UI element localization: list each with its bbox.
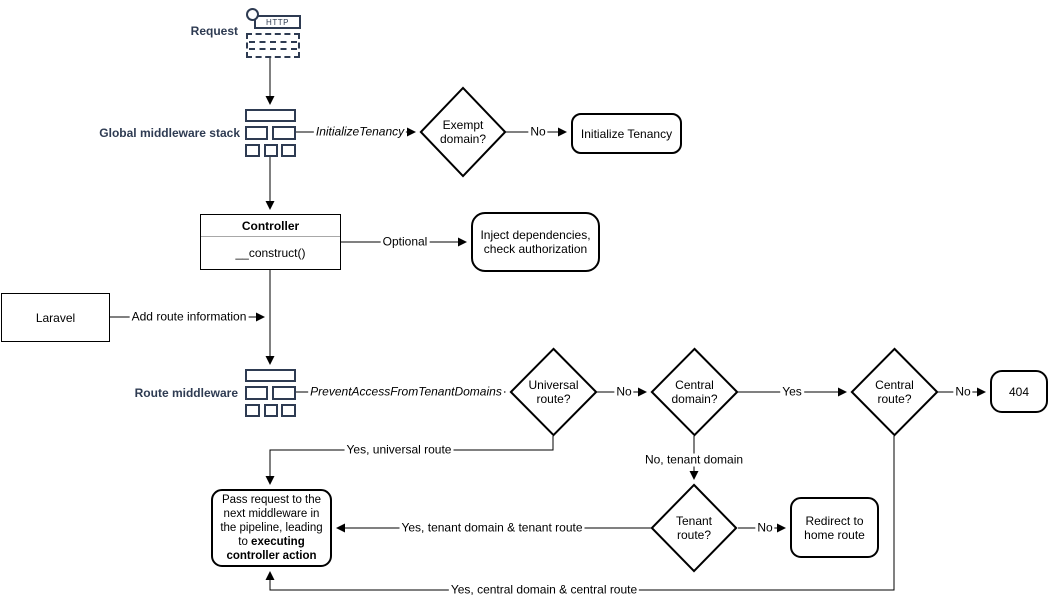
edge-label-optional: Optional [380, 234, 430, 249]
inject-dependencies-box[interactable]: Inject dependencies, check authorization [471, 212, 600, 272]
edge-label-yes-universal-route: Yes, universal route [344, 442, 454, 457]
global-middleware-stack-icon[interactable] [245, 109, 296, 157]
edge-label-initialize-tenancy: InitializeTenancy [313, 124, 407, 139]
edge-label-no-central-route: No [953, 384, 973, 399]
edge-label-prevent-access: PreventAccessFromTenantDomains [308, 384, 504, 399]
inject-dependencies-label: Inject dependencies, check authorization [480, 228, 591, 256]
edge-label-no-tenant-domain: No, tenant domain [642, 452, 746, 467]
initialize-tenancy-label: Initialize Tenancy [580, 126, 673, 141]
redirect-home-label: Redirect to home route [804, 513, 865, 542]
controller-box[interactable]: Controller __construct() [200, 214, 341, 270]
redirect-home-box[interactable]: Redirect to home route [790, 497, 879, 558]
edge-label-add-route-information: Add route information [129, 309, 249, 324]
initialize-tenancy-box[interactable]: Initialize Tenancy [571, 113, 682, 154]
decision-universal-route-label: Universal route? [528, 378, 579, 406]
decision-tenant-route[interactable]: Tenant route? [651, 484, 737, 572]
controller-title: Controller [201, 215, 340, 237]
decision-universal-route[interactable]: Universal route? [510, 348, 597, 436]
decision-tenant-route-label: Tenant route? [675, 514, 713, 542]
pass-request-text: Pass request to the next middleware in t… [220, 494, 323, 548]
not-found-label: 404 [1008, 384, 1030, 399]
edge-label-no-tenant-route: No [755, 520, 775, 535]
laravel-label: Laravel [35, 310, 76, 325]
http-request-icon[interactable]: HTTP [245, 8, 302, 58]
decision-exempt-domain-label: Exempt domain? [439, 118, 487, 146]
pass-request-bold-text: executing controller action [226, 536, 317, 562]
request-body-line [249, 41, 297, 43]
route-middleware-label: Route middleware [134, 386, 238, 400]
decision-central-domain[interactable]: Central domain? [651, 348, 738, 436]
pass-request-label: Pass request to the next middleware in t… [215, 493, 328, 563]
request-body-icon [246, 33, 300, 58]
decision-central-route[interactable]: Central route? [851, 348, 938, 436]
http-box-icon: HTTP [254, 15, 301, 29]
edge-label-yes-central-route: Yes, central domain & central route [448, 582, 640, 597]
controller-method: __construct() [235, 246, 306, 260]
request-label: Request [190, 24, 238, 38]
not-found-box[interactable]: 404 [990, 370, 1048, 413]
request-circle-icon [246, 8, 259, 21]
global-middleware-stack-label: Global middleware stack [99, 126, 240, 140]
decision-central-route-label: Central route? [875, 378, 914, 406]
route-middleware-icon[interactable] [245, 369, 296, 417]
edge-label-yes-tenant-route: Yes, tenant domain & tenant route [399, 520, 585, 535]
pass-request-box[interactable]: Pass request to the next middleware in t… [211, 489, 332, 567]
http-label: HTTP [266, 17, 289, 27]
decision-exempt-domain[interactable]: Exempt domain? [420, 87, 506, 177]
edge-label-no-exempt: No [528, 124, 548, 139]
request-body-line [249, 48, 297, 50]
laravel-box[interactable]: Laravel [1, 293, 110, 342]
decision-central-domain-label: Central domain? [671, 378, 718, 406]
edge-label-yes-central-domain: Yes [780, 384, 804, 399]
edge-label-no-universal: No [614, 384, 634, 399]
